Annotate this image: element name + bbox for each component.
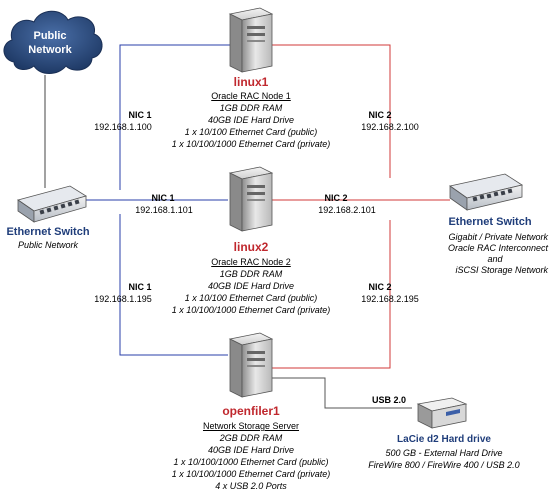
linux2-server-icon	[228, 166, 274, 232]
linux1-spec: 40GB IDE Hard Drive	[207, 115, 295, 125]
usb-link-label: USB 2.0	[371, 395, 407, 405]
openfiler1-spec: 2GB DDR RAM	[219, 433, 283, 443]
private-network-links	[272, 44, 450, 369]
openfiler1-nic2-label: NIC 2	[368, 282, 392, 292]
openfiler1-nic1-label: NIC 1	[128, 282, 152, 292]
linux2-spec: 1GB DDR RAM	[219, 269, 283, 279]
external-hard-drive-icon	[416, 397, 468, 429]
openfiler1-nic2-ip: 192.168.2.195	[361, 294, 419, 304]
openfiler1-role: Network Storage Server	[202, 421, 300, 431]
lacie-drive-name: LaCie d2 Hard drive	[397, 434, 491, 445]
private-switch-title: Ethernet Switch	[448, 216, 532, 228]
linux2-name: linux2	[233, 240, 269, 254]
linux1-nic2-ip: 192.168.2.100	[361, 122, 419, 132]
cloud-label-line2: Network	[28, 44, 72, 56]
linux2-role: Oracle RAC Node 2	[211, 257, 291, 267]
linux1-role: Oracle RAC Node 1	[211, 91, 291, 101]
private-ethernet-switch-icon	[449, 173, 524, 211]
linux1-server-icon	[228, 7, 274, 73]
linux1-public-link	[119, 44, 230, 190]
openfiler1-spec: 40GB IDE Hard Drive	[207, 445, 295, 455]
linux2-spec: 40GB IDE Hard Drive	[207, 281, 295, 291]
linux2-nic2-ip: 192.168.2.101	[318, 205, 376, 215]
openfiler1-private-link	[272, 220, 391, 369]
openfiler1-spec: 1 x 10/100/1000 Ethernet Card (public)	[173, 457, 329, 467]
openfiler1-spec: 4 x USB 2.0 Ports	[215, 481, 287, 491]
public-switch-subtitle: Public Network	[17, 240, 79, 250]
linux2-spec: 1 x 10/100 Ethernet Card (public)	[184, 293, 318, 303]
cloud-icon	[3, 10, 103, 74]
cloud-label-line1: Public	[33, 30, 67, 42]
private-switch-line: Gigabit / Private Network	[448, 232, 548, 242]
private-switch-line: Oracle RAC Interconnect	[447, 243, 548, 253]
openfiler1-name: openfiler1	[222, 404, 280, 418]
linux1-spec: 1GB DDR RAM	[219, 103, 283, 113]
linux1-spec: 1 x 10/100 Ethernet Card (public)	[184, 127, 318, 137]
public-network-links	[44, 44, 230, 356]
openfiler1-spec: 1 x 10/100/1000 Ethernet Card (private)	[171, 469, 331, 479]
lacie-drive-spec: FireWire 800 / FireWire 400 / USB 2.0	[368, 460, 520, 470]
public-ethernet-switch-icon	[17, 185, 87, 223]
linux2-nic1-ip: 192.168.1.101	[135, 205, 193, 215]
linux1-nic2-label: NIC 2	[368, 110, 392, 120]
usb-link	[272, 377, 412, 409]
public-switch-title: Ethernet Switch	[6, 226, 90, 238]
linux1-private-link	[272, 44, 391, 178]
openfiler1-public-link	[119, 214, 228, 356]
linux1-nic1-label: NIC 1	[128, 110, 152, 120]
linux2-spec: 1 x 10/100/1000 Ethernet Card (private)	[171, 305, 331, 315]
openfiler1-nic1-ip: 192.168.1.195	[94, 294, 152, 304]
private-switch-line: iSCSI Storage Network	[455, 265, 548, 275]
linux2-nic2-label: NIC 2	[324, 193, 348, 203]
linux1-nic1-ip: 192.168.1.100	[94, 122, 152, 132]
linux1-spec: 1 x 10/100/1000 Ethernet Card (private)	[171, 139, 331, 149]
openfiler1-server-icon	[228, 332, 274, 398]
private-switch-line: and	[487, 254, 503, 264]
linux2-nic1-label: NIC 1	[151, 193, 175, 203]
linux1-name: linux1	[233, 75, 269, 89]
lacie-drive-spec: 500 GB - External Hard Drive	[385, 448, 503, 458]
